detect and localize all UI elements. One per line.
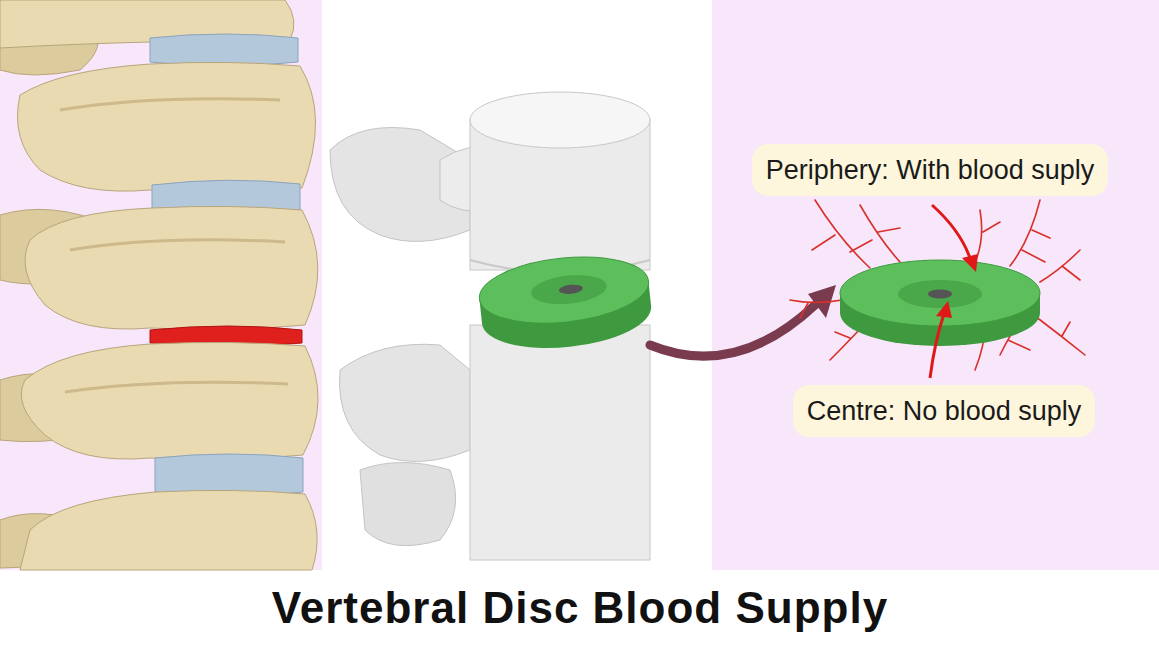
vertebra-illustration <box>330 92 654 560</box>
spine-illustration <box>0 0 318 570</box>
right-panel <box>712 0 1159 570</box>
disc-detail <box>840 260 1040 346</box>
label-box: Centre: No blood suply <box>793 385 1096 437</box>
blood-vessels <box>790 200 1085 370</box>
label-box: Periphery: With blood suply <box>752 144 1109 196</box>
label-text: Centre: No blood suply <box>807 395 1082 427</box>
diagram-title: Vertebral Disc Blood Supply <box>272 583 888 633</box>
leader-arrows <box>930 205 978 378</box>
curved-arrow <box>650 285 836 356</box>
left-panel <box>0 0 322 570</box>
label-text: Periphery: With blood suply <box>766 154 1095 186</box>
